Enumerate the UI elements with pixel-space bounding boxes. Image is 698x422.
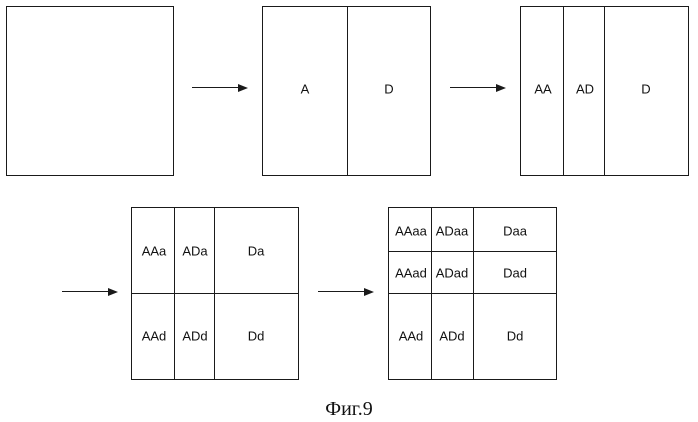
panel-level4: AAaa ADaa Daa AAad ADad Dad AAd ADd Dd bbox=[388, 207, 557, 380]
label-add: ADd bbox=[182, 329, 207, 344]
divider-line bbox=[389, 251, 556, 252]
label-d: D bbox=[384, 82, 393, 97]
label-ad: AD bbox=[576, 82, 594, 97]
label-dd: Dd bbox=[248, 329, 265, 344]
label-da: Da bbox=[248, 244, 265, 259]
label-aaaa: AAaa bbox=[395, 224, 427, 239]
label-aa: AA bbox=[534, 82, 551, 97]
arrow-right-icon bbox=[62, 288, 118, 296]
figure-caption: Фиг.9 bbox=[0, 398, 698, 421]
panel-level1: A D bbox=[262, 6, 431, 176]
label-add: ADd bbox=[439, 329, 464, 344]
label-d: D bbox=[641, 82, 650, 97]
divider-line bbox=[604, 7, 605, 175]
arrow-right-icon bbox=[450, 84, 506, 92]
divider-line bbox=[347, 7, 348, 175]
label-ada: ADa bbox=[182, 244, 207, 259]
arrow-right-icon bbox=[318, 288, 374, 296]
label-daa: Daa bbox=[503, 224, 527, 239]
divider-line bbox=[132, 293, 298, 294]
label-dd: Dd bbox=[507, 329, 524, 344]
label-aaa: AAa bbox=[142, 244, 167, 259]
label-dad: Dad bbox=[503, 266, 527, 281]
label-aad: AAd bbox=[399, 329, 424, 344]
divider-line bbox=[563, 7, 564, 175]
label-aaad: AAad bbox=[395, 266, 427, 281]
label-a: A bbox=[301, 82, 310, 97]
label-aad: AAd bbox=[142, 329, 167, 344]
divider-line bbox=[389, 293, 556, 294]
arrow-right-icon bbox=[192, 84, 248, 92]
panel-level2: AA AD D bbox=[520, 6, 689, 176]
label-adad: ADad bbox=[436, 266, 469, 281]
label-adaa: ADaa bbox=[436, 224, 469, 239]
panel-original bbox=[6, 6, 174, 176]
panel-level3: AAa ADa Da AAd ADd Dd bbox=[131, 207, 299, 380]
